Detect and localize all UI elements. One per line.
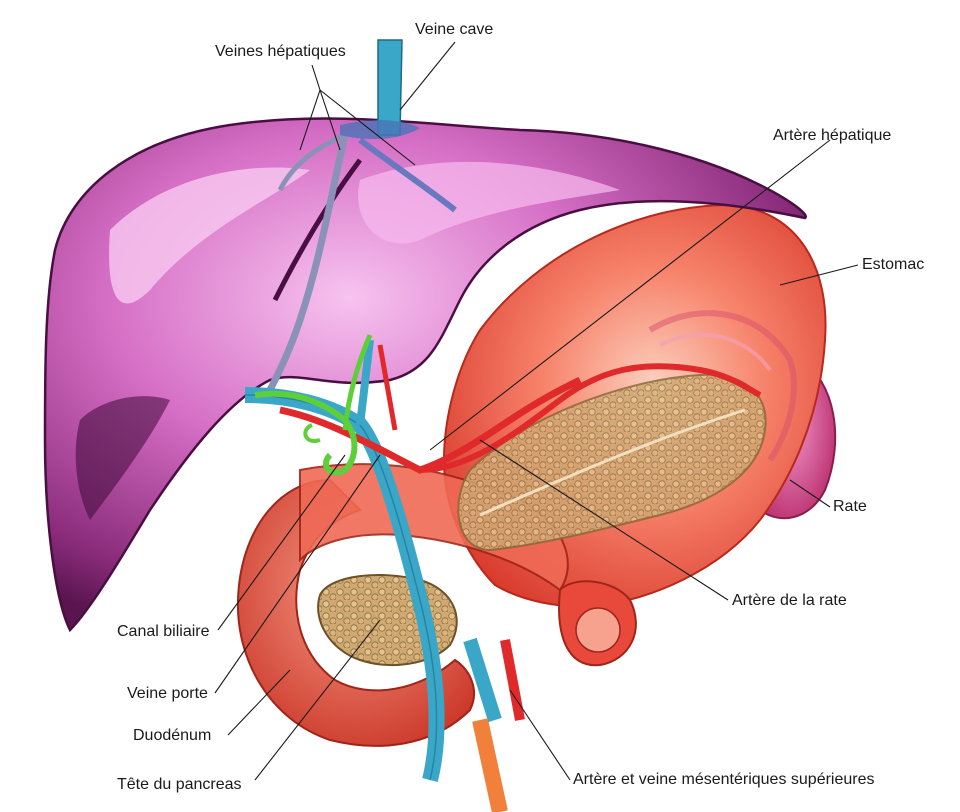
label-artere-hepatique: Artère hépatique — [773, 127, 892, 144]
liver-shape — [43, 117, 808, 633]
bile-duct-shape — [254, 390, 358, 476]
mesenteric-vessels-shape — [463, 637, 502, 723]
label-rate: Rate — [833, 498, 867, 515]
label-artere-de-la-rate: Artère de la rate — [732, 592, 847, 609]
label-veines-hepatiques: Veines hépatiques — [215, 43, 346, 60]
hepatic-artery-shape — [279, 376, 582, 474]
label-canal-biliaire: Canal biliaire — [117, 623, 210, 640]
leader-lines — [214, 41, 859, 781]
label-veine-porte: Veine porte — [127, 685, 208, 702]
label-tete-du-pancreas: Tête du pancreas — [117, 776, 242, 793]
duodenum-shape — [236, 478, 475, 747]
label-duodenum: Duodénum — [133, 727, 212, 744]
label-mesenteriques: Artère et veine mésentériques supérieure… — [573, 771, 875, 788]
pancreas-body-shape — [457, 373, 767, 552]
label-veine-cave: Veine cave — [415, 21, 494, 38]
label-estomac: Estomac — [862, 256, 925, 273]
